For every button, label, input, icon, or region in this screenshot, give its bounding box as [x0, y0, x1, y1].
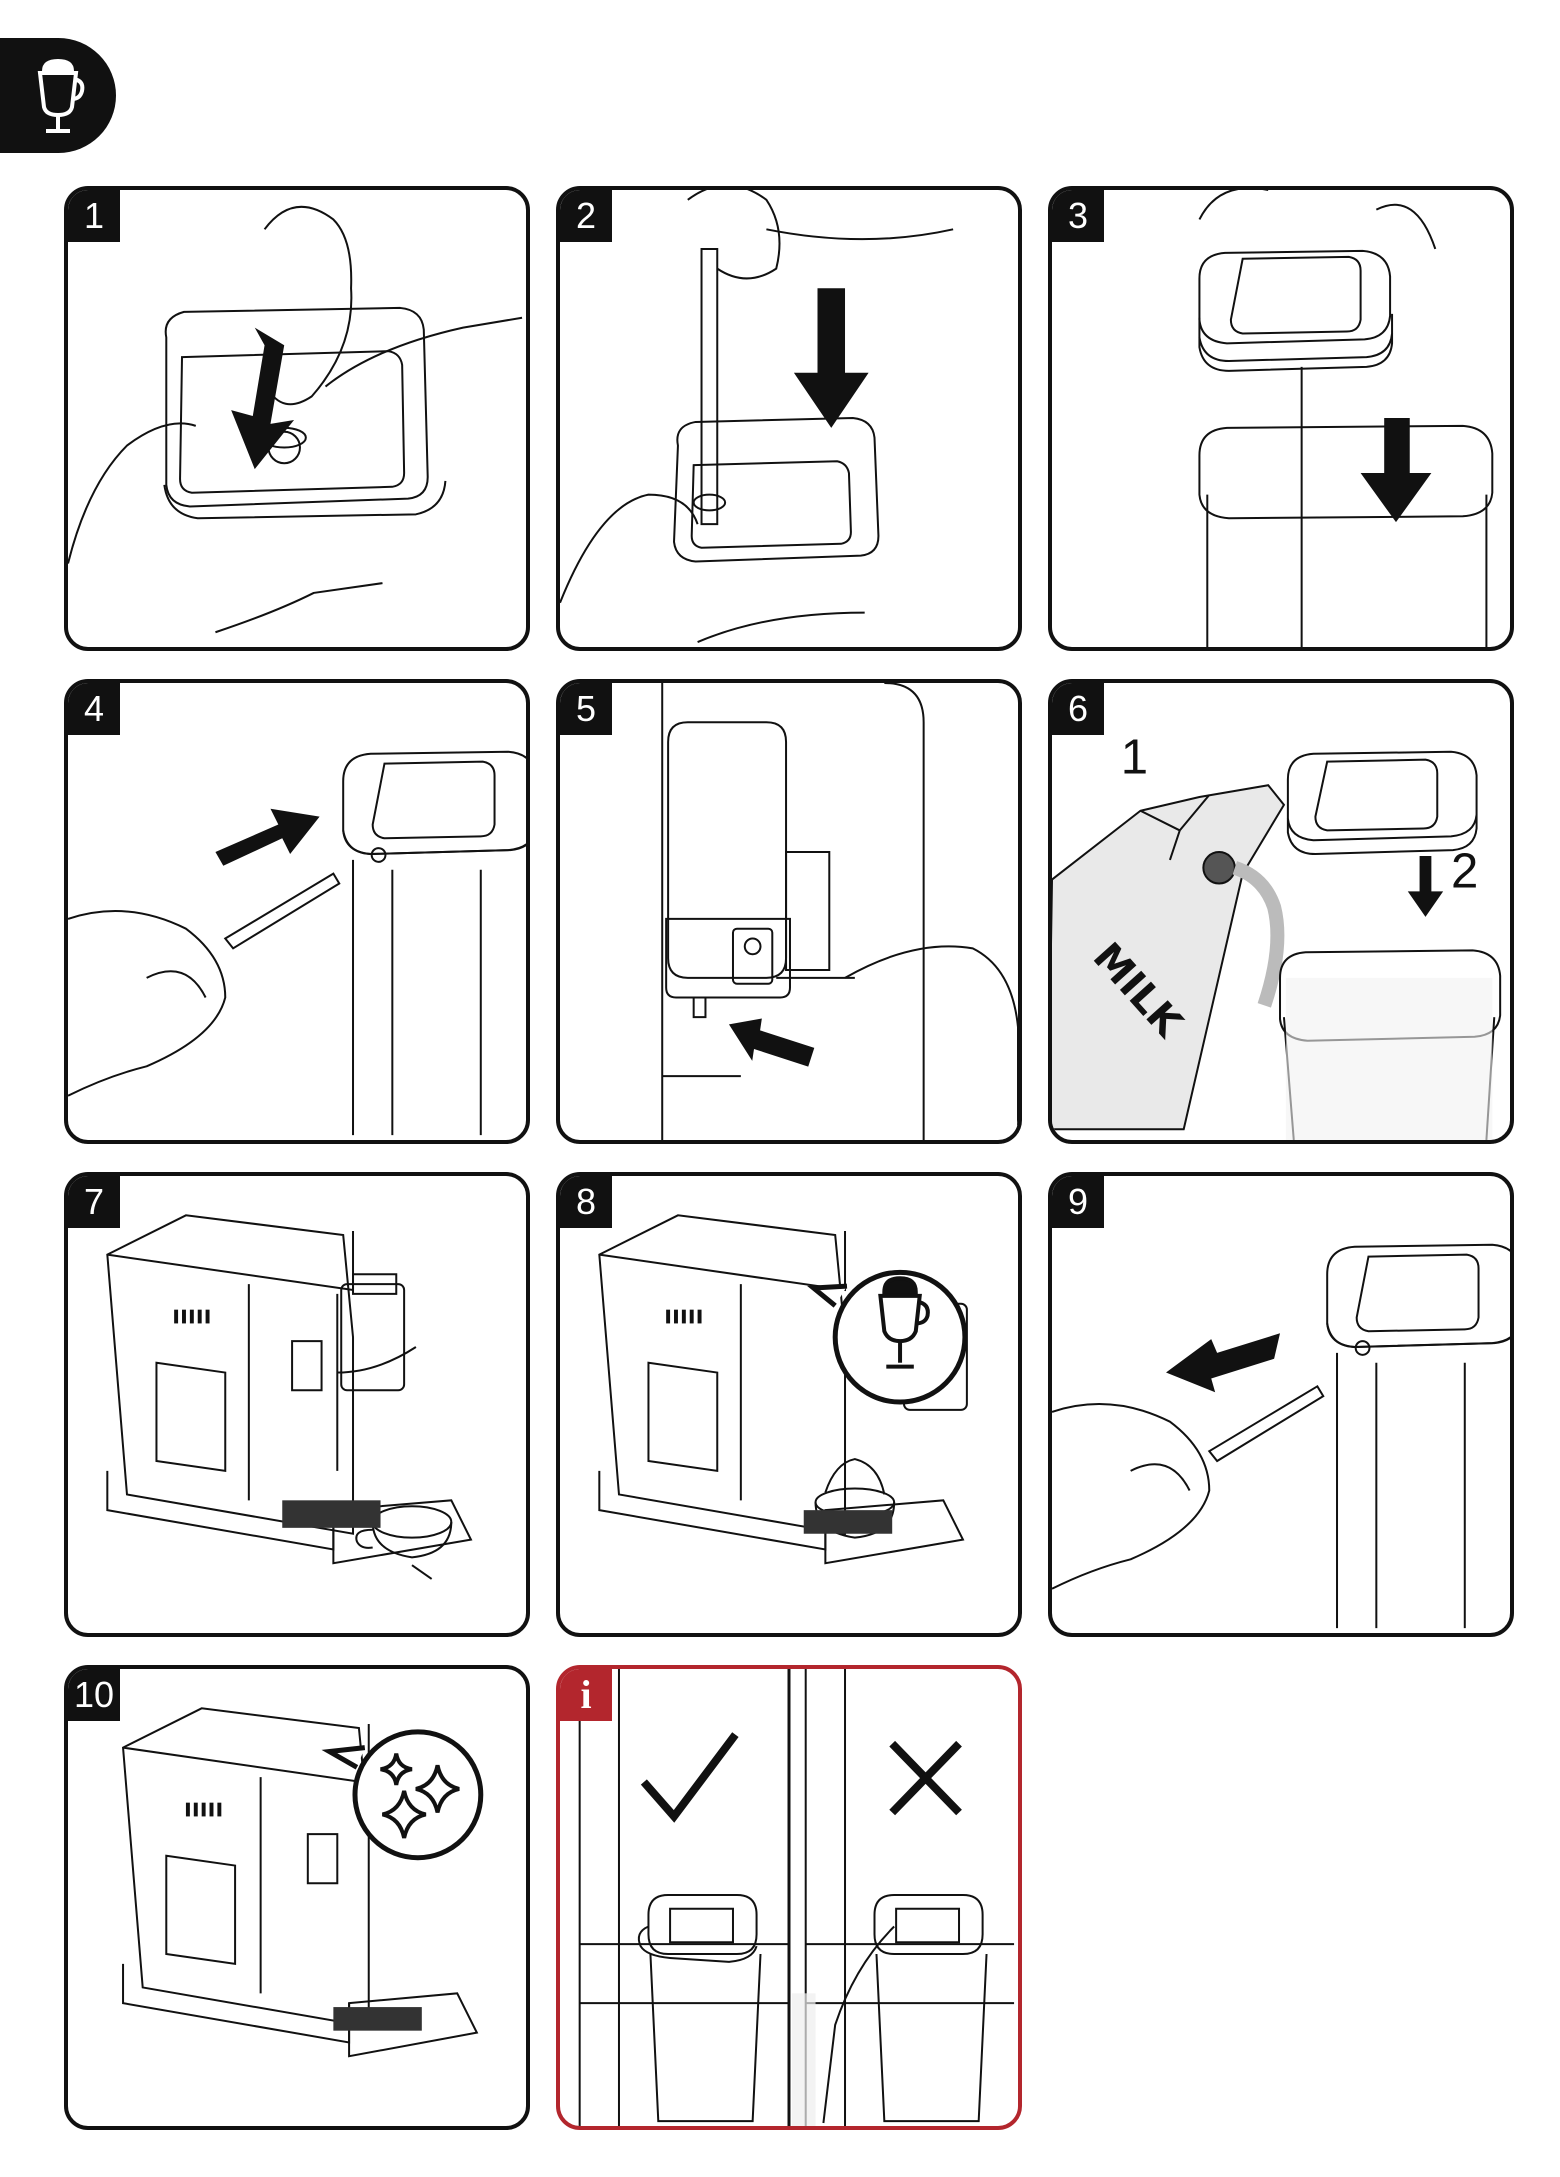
latte-glass-icon: [880, 1278, 927, 1366]
step-number: 7: [68, 1176, 120, 1228]
illustration-pour-milk-and-close: MILK 1 2: [1052, 730, 1510, 1140]
info-badge: i: [560, 1669, 612, 1721]
illustration-detach-tube: [1052, 1176, 1510, 1633]
step-number: 5: [560, 683, 612, 735]
section-header-tab: [0, 38, 116, 153]
step-panel-9: 9: [1048, 1172, 1514, 1637]
sub-step-label-2: 2: [1451, 844, 1478, 898]
cross-icon: [892, 1744, 959, 1813]
step-number: 6: [1052, 683, 1104, 735]
step-panel-5: 5: [556, 679, 1022, 1144]
info-panel-tube-routing: i: [556, 1665, 1022, 2130]
step-number: 2: [560, 190, 612, 242]
step-number: 3: [1052, 190, 1104, 242]
illustration-dispense-latte: [560, 1176, 1018, 1633]
illustration-lid-onto-jug: [1052, 190, 1510, 647]
step-panel-8: 8: [556, 1172, 1022, 1637]
step-panel-10: 10: [64, 1665, 530, 2130]
illustration-insert-milk-tube: [560, 190, 1018, 647]
step-number: 8: [560, 1176, 612, 1228]
illustration-attach-tube-to-jug: [68, 683, 526, 1140]
illustration-tube-routing-comparison: [560, 1669, 1018, 2126]
step-panel-3: 3: [1048, 186, 1514, 651]
step-number: 10: [68, 1669, 121, 1721]
illustration-insert-lid-plug: [68, 190, 526, 647]
step-panel-6: 6 MILK 1 2: [1048, 679, 1514, 1144]
illustration-machine-clean: [68, 1669, 526, 2126]
step-panel-4: 4: [64, 679, 530, 1144]
sub-step-label-1: 1: [1121, 730, 1148, 784]
illustration-machine-with-cup: [68, 1176, 526, 1633]
step-number: 4: [68, 683, 120, 735]
step-panel-7: 7: [64, 1172, 530, 1637]
step-panel-1: 1: [64, 186, 530, 651]
checkmark-icon: [646, 1738, 732, 1817]
step-number: 9: [1052, 1176, 1104, 1228]
illustration-connect-tube-to-spout: [560, 683, 1018, 1140]
step-number: 1: [68, 190, 120, 242]
step-panel-2: 2: [556, 186, 1022, 651]
sparkle-icon: [381, 1754, 460, 1839]
latte-glass-icon: [37, 58, 85, 133]
